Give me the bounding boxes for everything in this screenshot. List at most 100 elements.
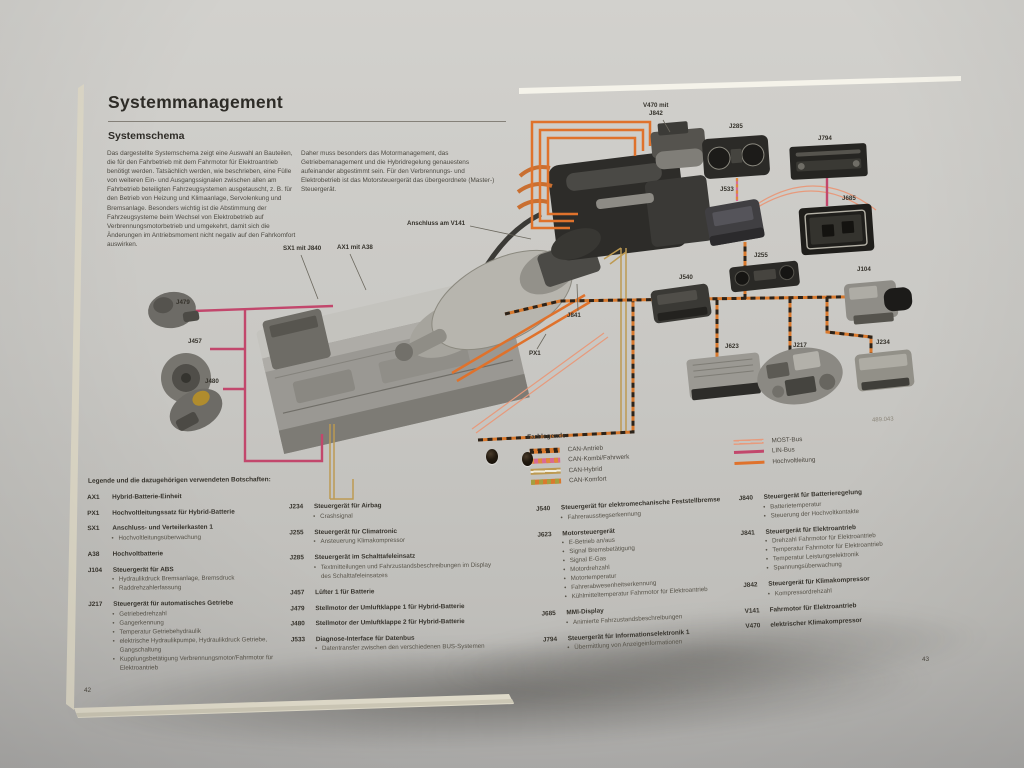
parking-brake-ecu-j540 <box>650 283 712 324</box>
legend-bullets: Hydraulikdruck Bremsanlage, BremsdruckRa… <box>88 574 292 594</box>
legend-code: A38 <box>87 550 100 558</box>
legend-code: J533 <box>290 636 306 644</box>
legend-entry-head: J479 Stellmotor der Umluftklappe 1 für Hy… <box>290 602 498 614</box>
flap-motor-j479 <box>148 291 200 329</box>
legend-code: J685 <box>541 610 556 618</box>
legend-bullets: Crashsignal <box>289 510 497 522</box>
label-j457: J457 <box>188 338 202 345</box>
label-j104: J104 <box>857 266 871 273</box>
color-legend-label: CAN-Hybrid <box>568 465 603 474</box>
legend-title: Stellmotor der Umluftklappe 2 für Hybrid… <box>315 618 465 628</box>
legend-entry-head: A38 Hochvoltbatterie <box>88 549 292 560</box>
legend-code: J540 <box>535 505 551 513</box>
legend-bullets: Datentransfer zwischen den verschiedenen… <box>291 643 499 655</box>
legend-code: J285 <box>289 554 304 562</box>
legend-title: Hochvoltbatterie <box>112 550 164 558</box>
wire-swatch-can-antrieb <box>529 447 560 454</box>
legend-title: Hochvoltleitungssatz für Hybrid-Batterie <box>112 508 235 517</box>
climatronic-panel-j255 <box>729 260 800 293</box>
abs-unit-j104 <box>843 280 913 325</box>
legend-title: Lüfter 1 für Batterie <box>315 588 375 596</box>
label-leader-lines <box>300 119 671 350</box>
label-j533: J533 <box>720 186 734 193</box>
label-j685: J685 <box>842 195 856 202</box>
label-v470-line2: J842 <box>649 110 663 117</box>
wire-swatch-lin <box>733 449 765 455</box>
label-j540: J540 <box>679 274 693 281</box>
legend-code: J480 <box>290 620 305 628</box>
legend-title: Stellmotor der Umluftklappe 1 für Hybrid… <box>315 602 465 612</box>
legend-code: J234 <box>288 503 304 511</box>
color-legend-label: CAN-Komfort <box>568 475 607 485</box>
legend-entry: J479 Stellmotor der Umluftklappe 1 für Hy… <box>290 602 498 614</box>
label-j479: J479 <box>176 299 190 306</box>
intro-paragraph-right: Daher muss besonders das Motormanagement… <box>301 150 495 194</box>
label-j794: J794 <box>818 135 832 142</box>
color-legend-label: LIN-Bus <box>771 446 795 455</box>
legend-bullet: Hochvoltleitungsüberwachung <box>111 533 291 544</box>
legend-entry-head: PX1 Hochvoltleitungssatz für Hybrid-Batte… <box>87 508 291 519</box>
label-j285: J285 <box>729 123 743 130</box>
legend-bullet: elektrische Hydraulikpumpe, Hydraulikdru… <box>113 636 293 656</box>
wire-swatch-hv <box>734 460 765 465</box>
engine-ecu-j623 <box>686 352 763 401</box>
legend-code: AX1 <box>87 493 100 502</box>
legend-bullet: Datentransfer zwischen den verschiedenen… <box>315 643 499 655</box>
page-number-left: 42 <box>84 687 92 694</box>
label-sx1-j840: SX1 mit J840 <box>283 245 322 252</box>
legend-entry: J480 Stellmotor der Umluftklappe 2 für Hy… <box>291 618 499 630</box>
legend-entry: AX1 Hybrid-Batterie-Einheit <box>87 492 291 503</box>
legend-bullets: GetriebedrehzahlGangerkennungTemperatur … <box>88 609 293 674</box>
legend-entry-head: AX1 Hybrid-Batterie-Einheit <box>87 492 291 503</box>
page-title: Systemmanagement <box>108 92 284 112</box>
label-j255: J255 <box>754 252 768 259</box>
label-j623: J623 <box>725 343 739 350</box>
legend-title: Hybrid-Batterie-Einheit <box>112 493 182 501</box>
legend-code: V141 <box>744 607 760 615</box>
legend-code: J479 <box>290 604 305 612</box>
engine-illustration <box>516 151 714 261</box>
label-ax1-a38: AX1 mit A38 <box>337 244 373 251</box>
wire-swatch-can-hybrid <box>530 467 561 476</box>
legend-bullet: Raddrehzahlerfassung <box>112 583 292 594</box>
binding-hole-right <box>522 452 533 466</box>
color-legend-label: MOST-Bus <box>771 435 803 445</box>
label-j480: J480 <box>205 378 219 385</box>
legend-bullets: Hochvoltleitungsüberwachung <box>87 533 291 544</box>
instrument-cluster-j285 <box>702 135 770 179</box>
color-legend-label: CAN-Antrieb <box>567 444 604 453</box>
legend-code: J841 <box>740 529 755 537</box>
radio-unit-j794 <box>789 143 868 180</box>
color-legend-label: Hochvoltleitung <box>772 456 816 466</box>
title-rule <box>108 121 506 122</box>
label-anschluss-v141: Anschluss am V141 <box>407 220 466 227</box>
label-j841: J841 <box>567 312 581 319</box>
section-subtitle: Systemschema <box>108 130 185 142</box>
legend-code: J794 <box>542 635 558 644</box>
legend-code: PX1 <box>87 509 100 517</box>
hybrid-actuator-j217 <box>757 347 843 405</box>
legend-code: J842 <box>743 581 758 590</box>
legend-code: J217 <box>88 601 103 609</box>
mmi-display-j685 <box>798 203 875 256</box>
legend-code: SX1 <box>87 525 100 533</box>
legend-entry-head: J480 Stellmotor der Umluftklappe 2 für Hy… <box>291 618 499 630</box>
label-v470-line1: V470 mit <box>643 102 669 109</box>
gateway-j533 <box>704 199 765 246</box>
